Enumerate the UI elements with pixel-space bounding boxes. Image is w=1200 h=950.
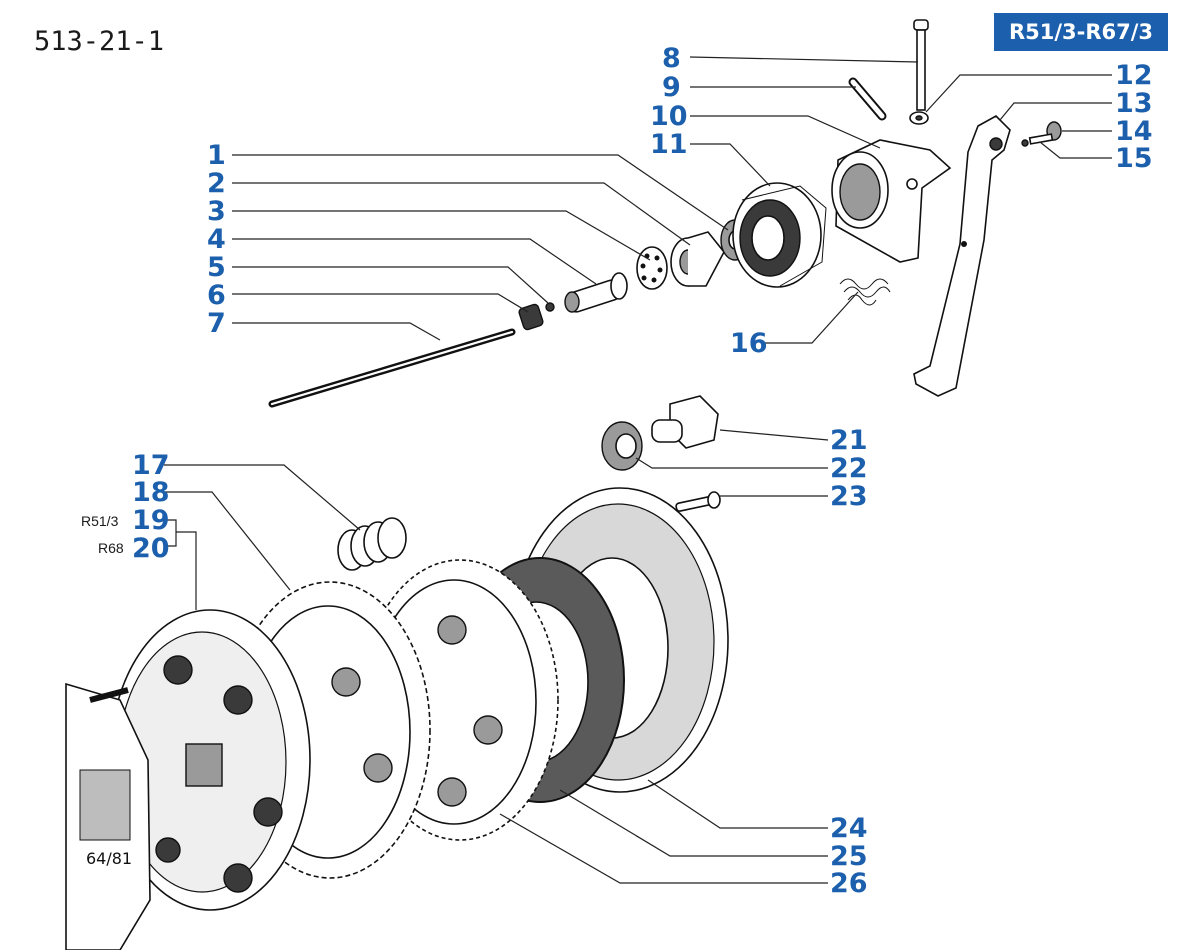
part-5-ball <box>545 302 555 312</box>
engine-block: 64/81 <box>65 682 151 950</box>
part-6-sleeve <box>518 303 544 331</box>
part-2-bearing-ring <box>670 231 725 287</box>
callout-11: 11 <box>650 129 688 160</box>
part-23-screw <box>675 491 721 512</box>
part-13-clutch-lever <box>913 115 1011 397</box>
page-code: 513-21-1 <box>34 26 165 57</box>
callout-labels: 1 2 3 4 5 6 7 8 9 10 11 12 13 14 15 16 1… <box>81 43 1153 899</box>
part-7-push-rod <box>268 328 516 408</box>
callout-22: 22 <box>830 453 868 484</box>
callout-18: 18 <box>132 477 170 508</box>
variant-r68: R68 <box>98 540 124 556</box>
callout-4: 4 <box>207 224 226 255</box>
variant-r51-3: R51/3 <box>81 513 119 529</box>
part-21-nut <box>651 395 719 449</box>
part-22-lock-washer <box>601 421 643 471</box>
engine-stamp: 64/81 <box>86 849 132 868</box>
callout-23: 23 <box>830 481 868 512</box>
part-12-nut <box>909 111 929 125</box>
callout-25: 25 <box>830 841 868 872</box>
part-17-pressure-spring <box>337 517 407 571</box>
part-4-thrust-piece <box>564 272 628 313</box>
callout-14: 14 <box>1115 116 1153 147</box>
callout-19: 19 <box>132 505 170 536</box>
callout-6: 6 <box>207 280 226 311</box>
part-11-housing <box>732 182 827 288</box>
part-14-adjusting-screw <box>1021 121 1062 147</box>
callout-7: 7 <box>207 308 226 339</box>
callout-8: 8 <box>662 43 681 74</box>
callout-20: 20 <box>132 533 170 564</box>
callout-26: 26 <box>830 868 868 899</box>
callout-2: 2 <box>207 168 226 199</box>
callout-1: 1 <box>207 140 226 171</box>
leader-lines <box>164 56 1112 884</box>
callout-16: 16 <box>730 328 768 359</box>
callout-9: 9 <box>662 72 681 103</box>
callout-10: 10 <box>650 101 688 132</box>
callout-24: 24 <box>830 813 868 844</box>
part-3-bearing-cage <box>636 246 668 290</box>
callout-17: 17 <box>132 450 170 481</box>
model-badge: R51/3-R67/3 <box>994 13 1168 51</box>
callout-3: 3 <box>207 196 226 227</box>
part-10-bearing-housing <box>831 139 952 263</box>
callout-5: 5 <box>207 252 226 283</box>
part-19-20-flywheel <box>109 609 311 911</box>
part-16-spring <box>839 278 891 306</box>
callout-15: 15 <box>1115 143 1153 174</box>
callout-21: 21 <box>830 425 868 456</box>
callout-13: 13 <box>1115 88 1153 119</box>
part-9-pin <box>848 77 887 121</box>
part-8-bolt <box>913 19 929 111</box>
callout-12: 12 <box>1115 60 1153 91</box>
